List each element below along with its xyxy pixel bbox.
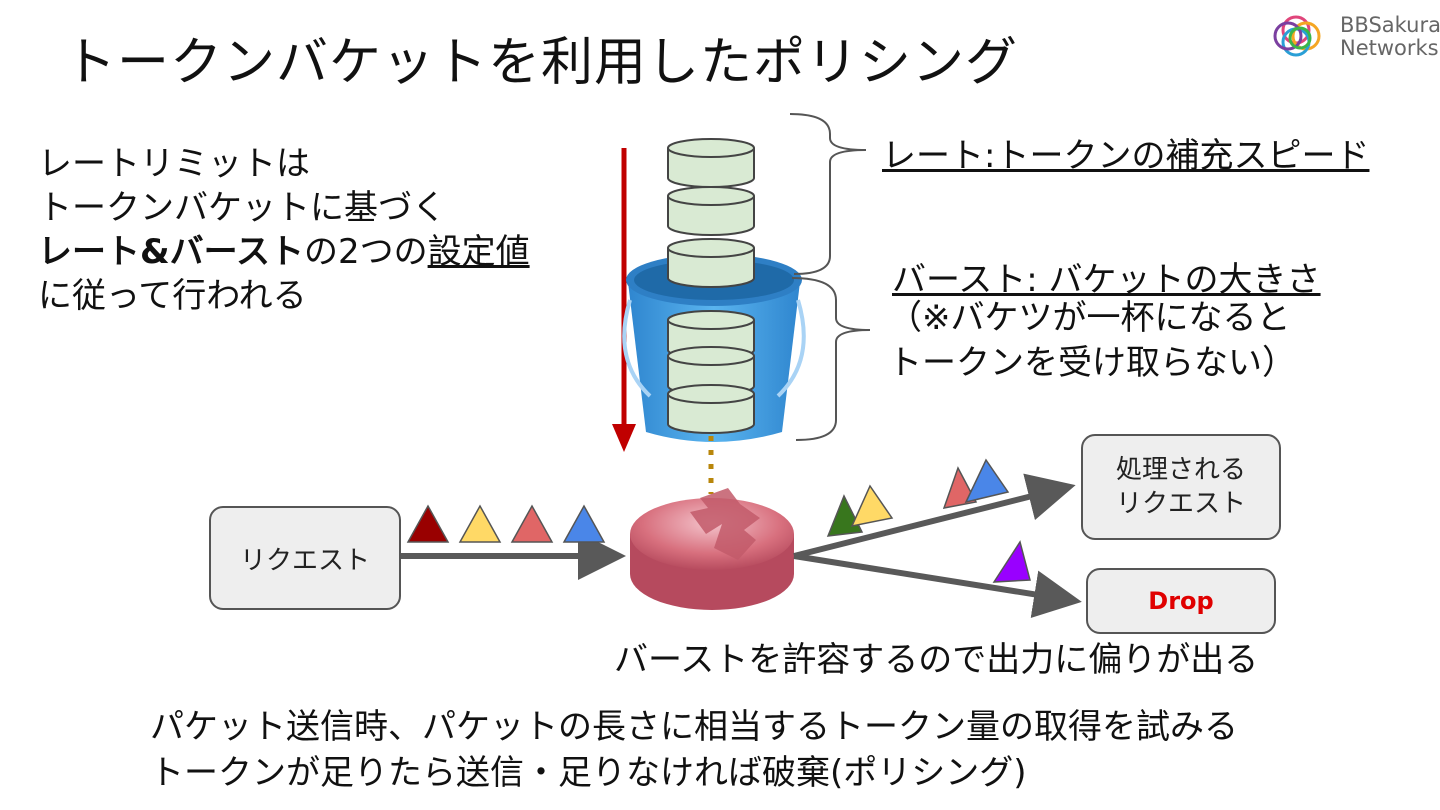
description-line-1: レートリミットは: [38, 144, 310, 184]
router-to-drop-arrow: [793, 553, 1082, 619]
burst-brace: [791, 277, 871, 441]
token-icon: [667, 138, 755, 188]
packet-icon: [942, 466, 978, 509]
burst-bias-note: バーストを許容するので出力に偏りが出る: [614, 640, 1259, 680]
description-line-2: トークンバケットに基づく: [38, 188, 446, 228]
token-icon: [667, 384, 755, 434]
processed-line-1: 処理される: [1115, 455, 1246, 485]
packet-icon: [964, 458, 1010, 504]
burst-label: バースト: バケットの大きさ: [892, 260, 1321, 300]
processed-request-box: 処理される リクエスト: [1081, 434, 1281, 540]
packet-icon: [562, 504, 606, 543]
drop-box: Drop: [1086, 568, 1276, 634]
bbsakura-logo-icon: [1273, 15, 1321, 57]
router-to-processed-arrow: [793, 473, 1076, 559]
processed-line-2: リクエスト: [1115, 489, 1246, 519]
explanation-line-1: パケット送信時、パケットの長さに相当するトークン量の取得を試みる: [150, 707, 1238, 747]
setting-values-underline: 設定値: [427, 232, 530, 272]
burst-note: （※バケツが一杯になると トークンを受け取らない）: [888, 296, 1296, 386]
logo-line-1: BBSakura: [1340, 13, 1440, 37]
packet-icon: [458, 504, 502, 543]
rate-label: レート:トークンの補充スピード: [882, 136, 1370, 176]
page-title: トークンバケットを利用したポリシング: [64, 33, 1019, 93]
token-icon: [667, 238, 755, 288]
router-icon: [630, 488, 794, 610]
packet-icon: [992, 540, 1031, 583]
packet-icon: [406, 504, 450, 543]
description-connector: の2つの: [303, 232, 428, 272]
burst-note-line-2: トークンを受け取らない）: [888, 343, 1296, 383]
rate-burst-emphasis: レート&バースト: [38, 232, 304, 272]
burst-note-line-1: （※バケツが一杯になると: [888, 298, 1291, 338]
description-line-4: に従って行われる: [38, 276, 307, 316]
description-line-3: レート&バーストの2つの設定値: [38, 230, 530, 274]
logo-line-2: Networks: [1340, 36, 1439, 60]
token-fill-arrow: [612, 148, 636, 452]
explanation-line-2: トークンが足りたら送信・足りなければ破棄(ポリシング): [150, 753, 1027, 793]
packet-icon: [850, 484, 894, 528]
request-box: リクエスト: [209, 506, 401, 610]
rate-brace: [789, 113, 867, 275]
token-stack: [667, 138, 755, 434]
packet-icon: [510, 504, 554, 543]
company-logo-text: BBSakura Networks: [1340, 14, 1440, 60]
token-icon: [667, 186, 755, 236]
policing-explanation: パケット送信時、パケットの長さに相当するトークン量の取得を試みる トークンが足り…: [150, 704, 1238, 796]
rate-limit-description: レートリミットは トークンバケットに基づく レート&バーストの2つの設定値 に従…: [38, 142, 530, 318]
